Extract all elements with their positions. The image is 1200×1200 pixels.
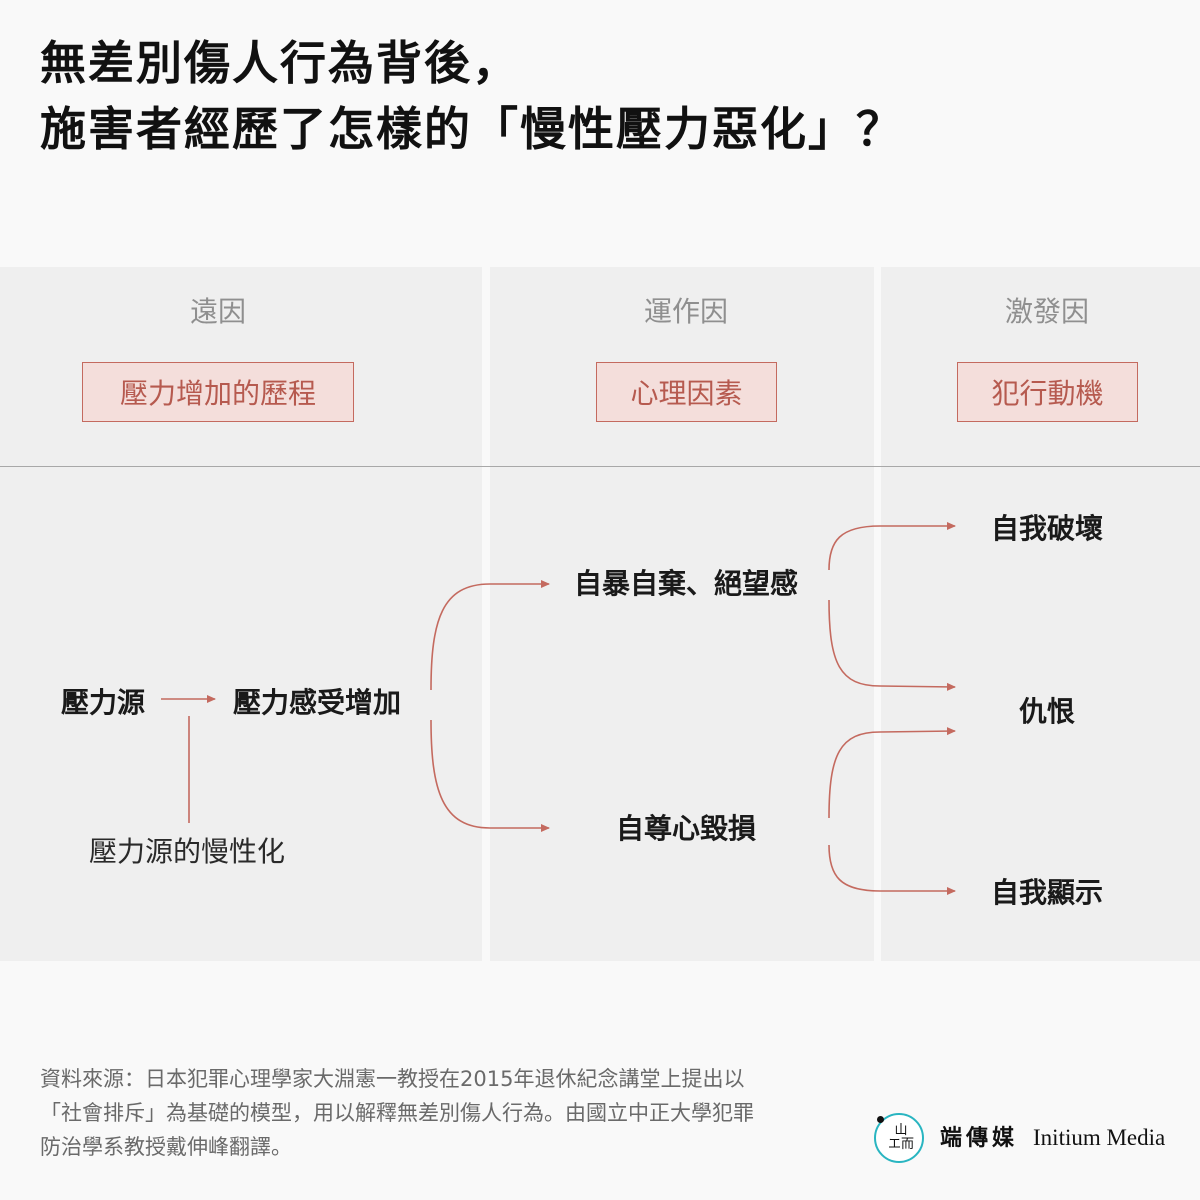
node-despair: 自暴自棄、絕望感 <box>573 567 798 600</box>
source-line-1: 資料來源：日本犯罪心理學家大淵憲一教授在2015年退休紀念講堂上提出以 <box>40 1067 745 1091</box>
arrow-esteem-to-hatred <box>828 727 956 819</box>
brand-name-chinese: 端傳媒 <box>940 1125 1019 1151</box>
arrow-to-despair <box>430 580 550 691</box>
column-heading-operating: 運作因 <box>643 295 728 328</box>
node-self-display: 自我顯示 <box>990 876 1103 909</box>
node-chronic-stress: 壓力源的慢性化 <box>89 835 286 868</box>
node-self-destruction: 自我破壞 <box>990 512 1103 545</box>
page-title: 無差別傷人行為背後， 施害者經歷了怎樣的「慢性壓力惡化」？ <box>40 30 904 162</box>
source-line-3: 防治學系教授戴伸峰翻譯。 <box>40 1135 292 1159</box>
arrow-to-self-display <box>828 844 956 895</box>
source-note: 資料來源：日本犯罪心理學家大淵憲一教授在2015年退休紀念講堂上提出以 「社會排… <box>40 1062 850 1164</box>
column-heading-trigger: 激發因 <box>1004 295 1089 328</box>
tag-psychological-factors: 心理因素 <box>596 362 777 422</box>
logo-glyph-bottom: エ而 <box>887 1137 914 1152</box>
title-line-2: 施害者經歷了怎樣的「慢性壓力惡化」？ <box>40 102 904 156</box>
node-self-esteem: 自尊心毀損 <box>615 812 756 845</box>
node-stress-source: 壓力源 <box>61 686 146 719</box>
logo-dot <box>877 1116 884 1123</box>
logo-glyph-top: 山 <box>894 1123 908 1138</box>
title-line-1: 無差別傷人行為背後， <box>40 36 520 90</box>
arrow-to-self-destruction <box>828 522 956 571</box>
brand-name-english: Initium Media <box>1033 1125 1166 1150</box>
node-hatred: 仇恨 <box>1018 695 1075 728</box>
arrow-despair-to-hatred <box>828 599 956 691</box>
column-heading-distal: 遠因 <box>189 295 246 328</box>
source-line-2: 「社會排斥」為基礎的模型，用以解釋無差別傷人行為。由國立中正大學犯罪 <box>40 1101 754 1125</box>
node-stress-increase: 壓力感受增加 <box>233 686 402 719</box>
tag-stress-process: 壓力增加的歷程 <box>82 362 354 422</box>
brand-name: 端傳媒 Initium Media <box>940 1120 1165 1157</box>
arrow-to-self-esteem <box>430 719 550 832</box>
tag-crime-motive: 犯行動機 <box>957 362 1138 422</box>
header-divider <box>0 466 1200 467</box>
logo-glyph: 山 エ而 <box>880 1124 922 1152</box>
